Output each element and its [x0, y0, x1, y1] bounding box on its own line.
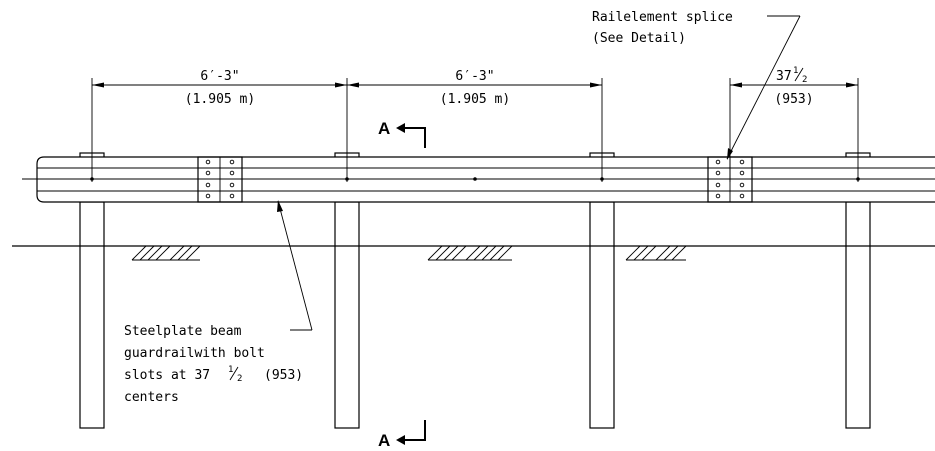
dimension-lines	[91, 78, 859, 182]
section-mark-bottom: A	[378, 420, 426, 450]
span2-metric: (1.905 m)	[440, 92, 510, 107]
span1-metric: (1.905 m)	[185, 92, 255, 107]
span3-metric: (953)	[774, 92, 813, 107]
splice-plate-1	[197, 156, 243, 203]
svg-text:A: A	[378, 119, 390, 138]
svg-text:A: A	[378, 431, 390, 450]
post-2	[334, 201, 360, 429]
svg-text:37: 37	[776, 69, 792, 84]
beam-callout: Steelplate beam guardrailwith bolt slots…	[124, 200, 313, 405]
svg-text:2: 2	[802, 75, 807, 85]
beam-callout-line2: guardrailwith bolt	[124, 346, 265, 361]
beam-callout-line4: centers	[124, 390, 179, 405]
span1-imperial: 6′-3"	[200, 69, 239, 84]
post-1	[79, 201, 105, 429]
soil-hatch-3	[625, 245, 687, 261]
svg-text:1: 1	[228, 365, 233, 375]
dimension-arrows	[92, 82, 858, 88]
section-mark-top: A	[378, 119, 426, 148]
svg-text:(953): (953)	[264, 368, 303, 383]
soil-hatch-2	[427, 245, 513, 261]
svg-text:1: 1	[793, 66, 798, 76]
post-3	[589, 201, 615, 429]
span3-imperial: 37 1 2	[776, 66, 807, 85]
splice-callout-line2: (See Detail)	[592, 31, 686, 46]
splice-callout-line1: Railelement splice	[592, 10, 733, 25]
beam-callout-line3: slots at 37	[124, 368, 210, 383]
soil-hatch-1	[131, 245, 201, 261]
beam-callout-line1: Steelplate beam	[124, 324, 242, 339]
svg-text:2: 2	[237, 374, 242, 384]
posts	[79, 201, 871, 429]
w-beam-rail	[36, 156, 935, 203]
splice-callout: Railelement splice (See Detail)	[592, 10, 801, 160]
span2-imperial: 6′-3"	[455, 69, 494, 84]
post-4	[845, 201, 871, 429]
